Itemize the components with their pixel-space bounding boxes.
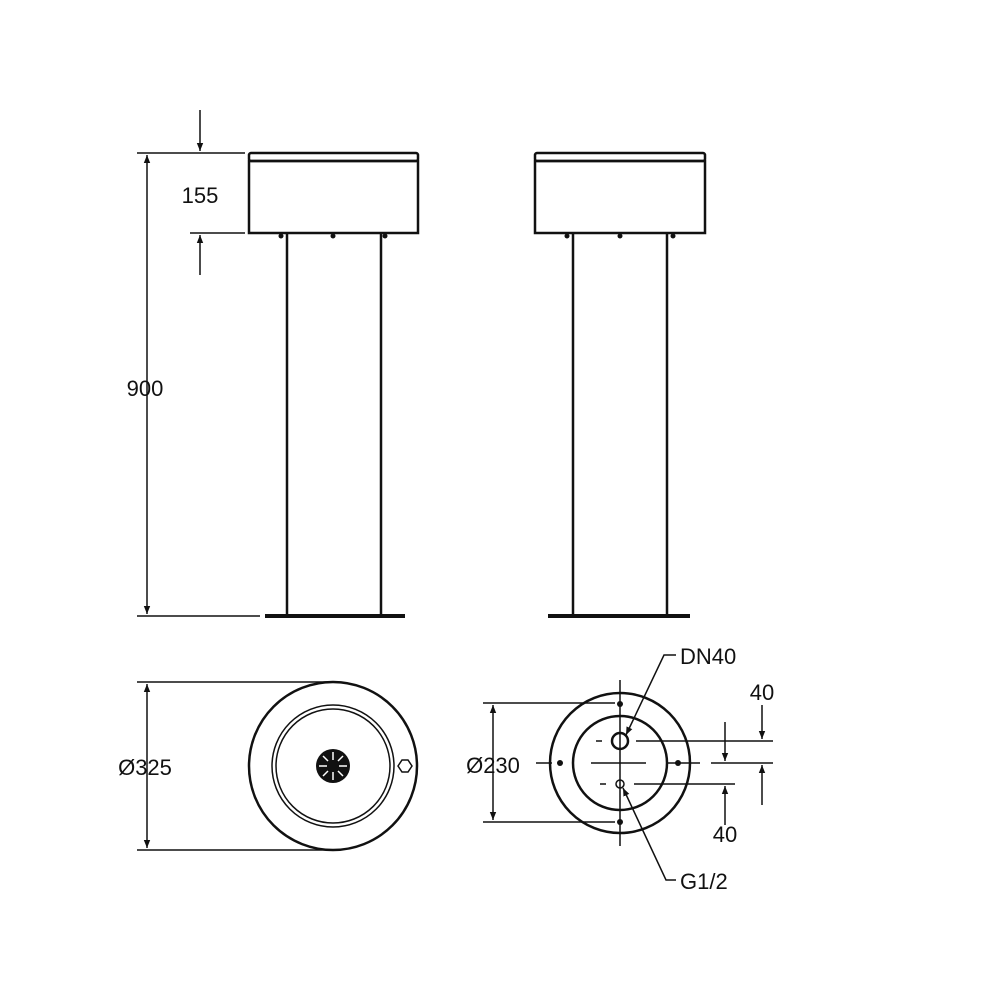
dim-40-bottom: 40 <box>713 822 737 847</box>
dim-325: Ø325 <box>118 755 172 780</box>
base-plate-view: Ø230 40 40 DN40 G1/2 <box>466 644 774 894</box>
dim-40-top: 40 <box>750 680 774 705</box>
dim-230: Ø230 <box>466 753 520 778</box>
label-dn40: DN40 <box>680 644 736 669</box>
push-button-icon <box>397 759 413 773</box>
height-dimension: 900 155 <box>127 110 260 617</box>
dim-155: 155 <box>182 183 219 208</box>
basin-top-view: Ø325 <box>118 680 419 852</box>
label-g12: G1/2 <box>680 869 728 894</box>
dim-900: 900 <box>127 376 164 401</box>
front-elevation <box>247 151 420 618</box>
side-elevation <box>533 151 707 618</box>
